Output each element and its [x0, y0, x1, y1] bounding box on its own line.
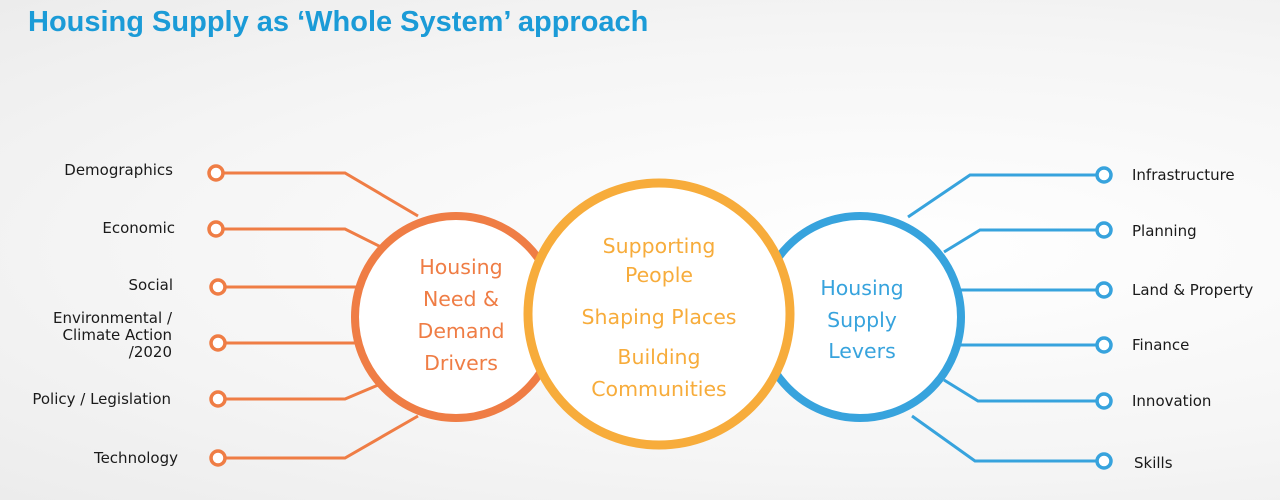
center-circle-line: Shaping Places — [582, 305, 737, 329]
left-connector-line — [218, 381, 384, 401]
right-connector-node — [1095, 392, 1113, 410]
left-connector-node — [209, 449, 227, 467]
right-connector-line — [943, 228, 1104, 254]
right-connector-node — [1095, 336, 1113, 354]
left-item-label: Climate Action — [63, 326, 172, 344]
right-item-label: Finance — [1132, 336, 1189, 354]
left-item-label: Economic — [102, 219, 175, 237]
right-item-label: Skills — [1134, 454, 1173, 472]
right-connector-node — [1095, 221, 1113, 239]
left-connector-node — [207, 220, 225, 238]
right-circle-line: Levers — [828, 339, 896, 363]
center-circle-line: Communities — [591, 377, 727, 401]
left-connector-node — [209, 278, 227, 296]
page-title: Housing Supply as ‘Whole System’ approac… — [28, 6, 649, 38]
left-connector-node — [209, 334, 227, 352]
center-circle-line: People — [625, 263, 693, 287]
right-connector-node — [1095, 281, 1113, 299]
left-connector-line — [218, 414, 419, 460]
left-connector-node — [209, 390, 227, 408]
left-item-label: /2020 — [129, 343, 172, 361]
center-circle-line: Supporting — [603, 234, 716, 258]
right-connector-node — [1095, 452, 1113, 470]
right-circle-line: Supply — [827, 308, 897, 332]
left-item-label: Policy / Legislation — [32, 390, 171, 408]
left-item-label: Technology — [93, 449, 178, 467]
left-connectors — [207, 164, 419, 467]
right-connector-node — [1095, 166, 1113, 184]
left-connector-node — [207, 164, 225, 182]
right-connector-line — [943, 378, 1104, 403]
center-circle-line: Building — [617, 345, 700, 369]
left-circle-line: Drivers — [424, 351, 498, 375]
right-connectors — [907, 166, 1113, 470]
left-item-label: Environmental / — [53, 309, 173, 327]
right-item-label: Land & Property — [1132, 281, 1253, 299]
left-circle-line: Housing — [419, 255, 502, 279]
right-connector-line — [907, 173, 1104, 219]
right-item-label: Infrastructure — [1132, 166, 1235, 184]
right-item-label: Innovation — [1132, 392, 1211, 410]
left-connector-line — [216, 227, 384, 250]
left-circle-line: Need & — [423, 287, 499, 311]
center-circle — [523, 178, 795, 450]
left-connector-line — [216, 171, 419, 218]
left-item-label: Demographics — [64, 161, 173, 179]
left-item-label: Social — [129, 276, 173, 294]
right-connector-line — [911, 414, 1104, 463]
right-circle-line: Housing — [820, 276, 903, 300]
left-labels: DemographicsEconomicSocialEnvironmental … — [32, 161, 178, 467]
left-circle-line: Demand — [418, 319, 505, 343]
right-item-label: Planning — [1132, 222, 1197, 240]
